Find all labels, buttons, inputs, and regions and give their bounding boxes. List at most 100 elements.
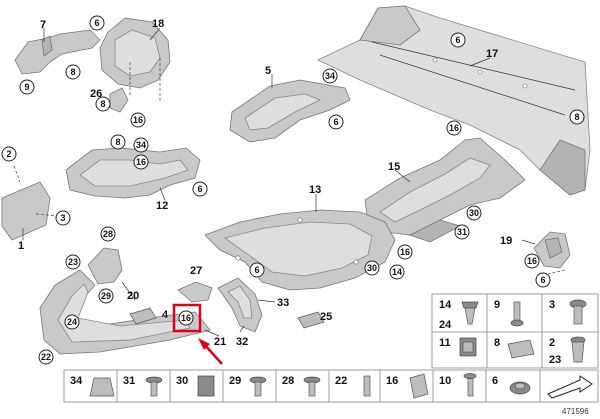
svg-text:28: 28 <box>103 229 113 239</box>
hw-cell-30[interactable]: 30 <box>176 375 215 397</box>
part-12-heat-shield[interactable] <box>65 147 201 199</box>
part-type-arrow-icon <box>547 375 593 399</box>
callout-6: 6 <box>535 272 551 288</box>
svg-text:2: 2 <box>6 149 11 159</box>
diagram-reference-number: 471596 <box>562 407 589 416</box>
part-1-plate[interactable] <box>1 181 51 241</box>
label-5: 5 <box>265 65 271 77</box>
hw-cell-34[interactable]: 34 <box>70 375 115 397</box>
hw-cell-2-23[interactable]: 2 23 <box>549 336 586 366</box>
part-20-bracket[interactable] <box>87 247 123 285</box>
callout-6: 6 <box>89 15 105 31</box>
hw-cell-28[interactable]: 28 <box>282 375 321 397</box>
label-17: 17 <box>486 48 498 60</box>
callout-29: 29 <box>98 288 114 304</box>
hw-cell-14-24[interactable]: 14 24 <box>439 299 479 331</box>
callout-23: 23 <box>65 254 81 270</box>
svg-text:31: 31 <box>457 227 467 237</box>
callout-16: 16 <box>446 120 462 136</box>
svg-text:30: 30 <box>469 208 479 218</box>
svg-text:30: 30 <box>176 375 188 387</box>
part-15-tunnel-shield[interactable] <box>364 137 526 243</box>
part-22-underbody-trim[interactable] <box>39 269 211 355</box>
label-25: 25 <box>320 311 332 323</box>
label-18: 18 <box>152 18 164 30</box>
callout-28: 28 <box>100 226 116 242</box>
svg-text:16: 16 <box>386 375 398 387</box>
svg-text:24: 24 <box>67 317 77 327</box>
svg-text:6: 6 <box>333 117 338 127</box>
leader-lines <box>13 27 566 337</box>
callout-24: 24 <box>64 314 80 330</box>
part-19-bracket[interactable] <box>533 231 571 269</box>
hw-cell-16[interactable]: 16 <box>386 373 429 399</box>
svg-text:6: 6 <box>197 184 202 194</box>
svg-text:16: 16 <box>527 256 537 266</box>
svg-text:3: 3 <box>60 213 65 223</box>
svg-text:6: 6 <box>492 375 498 387</box>
svg-text:29: 29 <box>101 291 111 301</box>
callout-8: 8 <box>95 96 111 112</box>
part-27-bracket[interactable] <box>177 281 213 303</box>
callout-16: 16 <box>133 154 149 170</box>
highlight-marker <box>172 303 223 365</box>
part-25-clip[interactable] <box>297 311 325 329</box>
callout-6: 6 <box>249 262 265 278</box>
part-13-heat-shield[interactable] <box>204 209 396 291</box>
callout-16: 16 <box>130 112 146 128</box>
svg-text:16: 16 <box>449 123 459 133</box>
svg-text:16: 16 <box>136 157 146 167</box>
svg-text:23: 23 <box>68 257 78 267</box>
hw-cell-31[interactable]: 31 <box>123 375 163 397</box>
svg-text:16: 16 <box>181 313 191 323</box>
svg-text:34: 34 <box>70 375 83 387</box>
svg-text:14: 14 <box>439 299 452 311</box>
callout-6: 6 <box>450 32 466 48</box>
svg-text:10: 10 <box>439 375 451 387</box>
callout-2: 2 <box>1 146 17 162</box>
svg-text:16: 16 <box>400 247 410 257</box>
svg-text:3: 3 <box>549 299 555 311</box>
svg-text:6: 6 <box>94 18 99 28</box>
red-pointer-arrow-icon <box>198 338 223 365</box>
callout-14: 14 <box>389 264 405 280</box>
part-26-bracket[interactable] <box>109 87 129 113</box>
callout-16: 16 <box>397 244 413 260</box>
label-32: 32 <box>236 336 248 348</box>
hw-cell-29[interactable]: 29 <box>229 375 267 397</box>
label-20: 20 <box>127 290 139 302</box>
part-number-labels: 7 18 5 17 15 13 12 1 19 20 27 33 25 4 21… <box>18 18 512 348</box>
callout-8: 8 <box>65 64 81 80</box>
callout-34: 34 <box>322 68 338 84</box>
svg-text:22: 22 <box>41 352 51 362</box>
callout-16: 16 <box>524 253 540 269</box>
part-18-wheel-liner[interactable] <box>99 17 171 89</box>
hw-cell-3[interactable]: 3 <box>549 299 587 325</box>
hw-cell-6[interactable]: 6 <box>492 375 531 395</box>
callout-9: 9 <box>19 79 35 95</box>
label-21: 21 <box>214 336 226 348</box>
hw-cell-22[interactable]: 22 <box>335 375 371 397</box>
part-17-heat-shield[interactable] <box>317 5 591 196</box>
hw-cell-11[interactable]: 11 <box>439 337 477 357</box>
svg-text:8: 8 <box>494 337 500 349</box>
callout-34: 34 <box>133 137 149 153</box>
part-32-bracket[interactable] <box>217 277 263 333</box>
part-5-heat-shield[interactable] <box>229 79 351 143</box>
svg-text:8: 8 <box>70 67 75 77</box>
svg-text:2: 2 <box>549 337 555 349</box>
part-4-clip[interactable] <box>129 307 157 325</box>
callout-30: 30 <box>364 260 380 276</box>
hardware-grid-right: 14 24 9 3 11 8 2 23 <box>431 293 599 369</box>
label-13: 13 <box>309 184 321 196</box>
label-7: 7 <box>40 19 46 31</box>
hw-cell-8[interactable]: 8 <box>494 337 535 359</box>
callout-3: 3 <box>55 210 71 226</box>
hw-cell-10[interactable]: 10 <box>439 373 477 397</box>
callout-16-highlighted: 16 <box>178 310 194 326</box>
callout-6: 6 <box>328 114 344 130</box>
hw-cell-9[interactable]: 9 <box>494 299 524 327</box>
svg-text:31: 31 <box>123 375 135 387</box>
part-7-bracket[interactable] <box>14 29 101 75</box>
